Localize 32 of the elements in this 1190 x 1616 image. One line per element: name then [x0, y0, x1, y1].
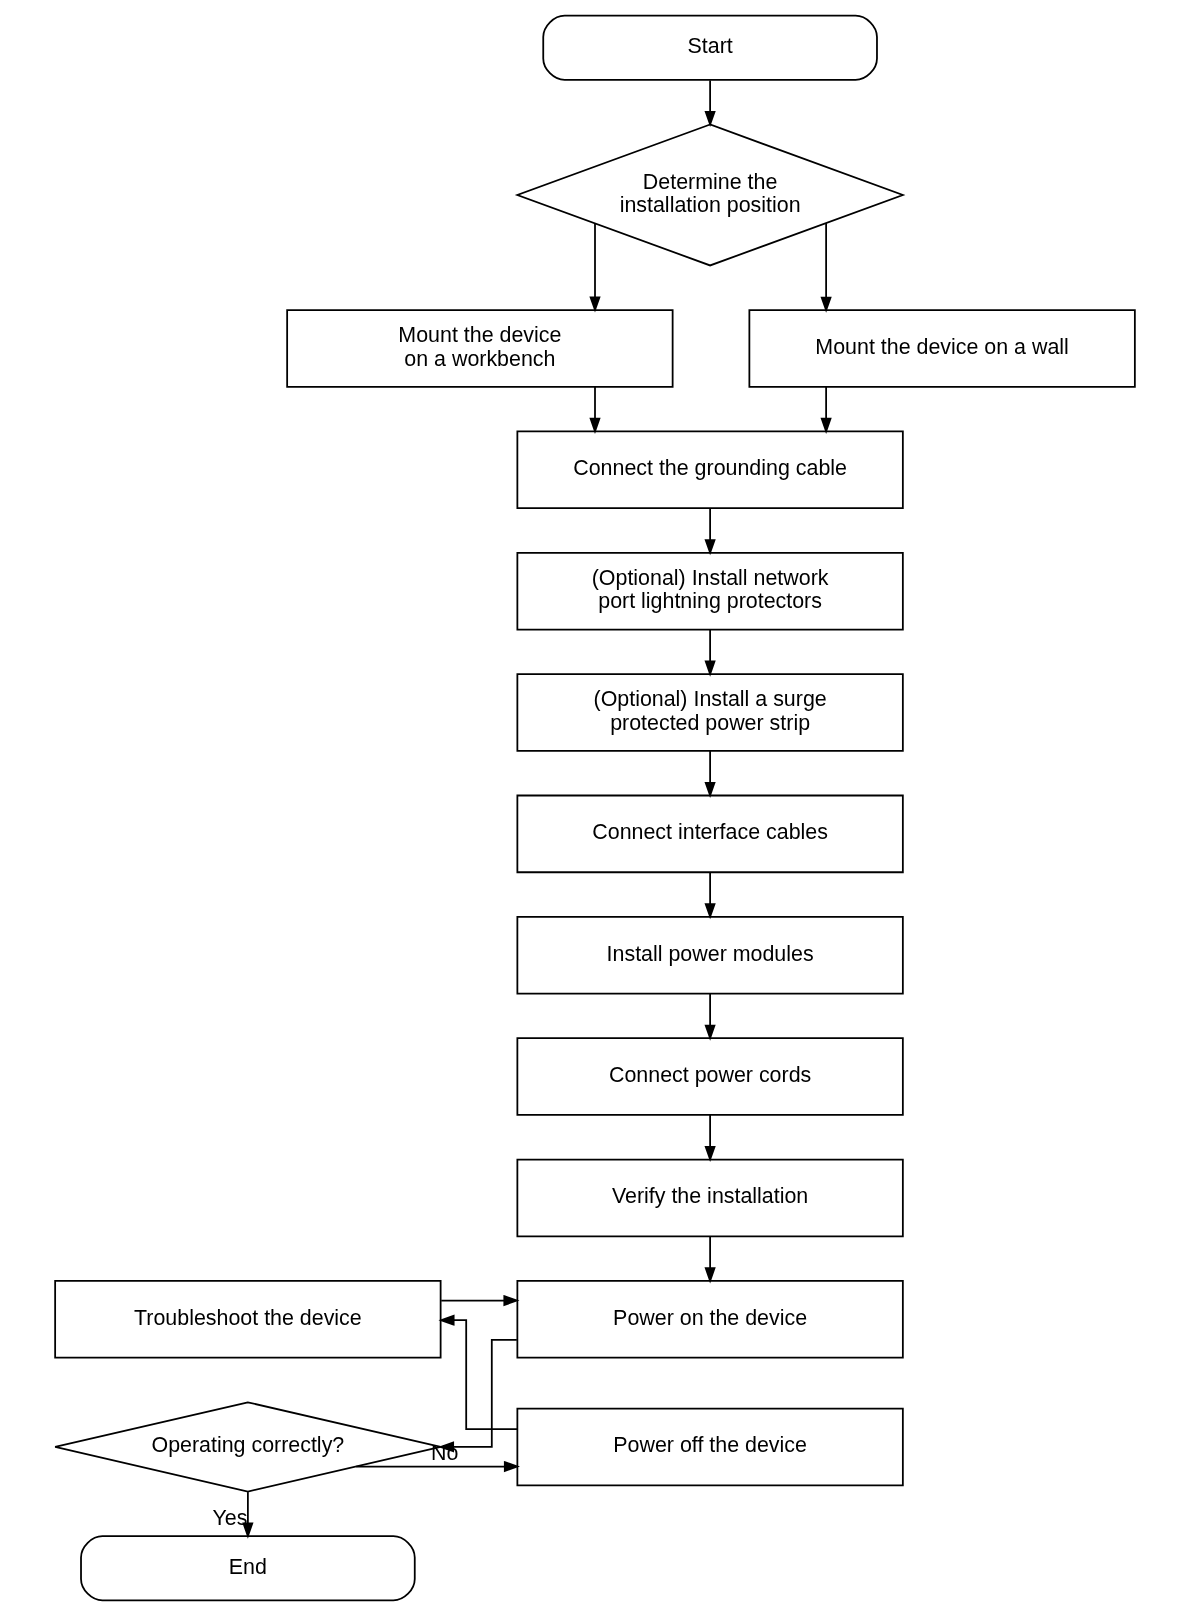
node-box: Power off the device: [516, 1407, 904, 1487]
node-box: Connect power cords: [516, 1037, 904, 1116]
arrow: [704, 1114, 716, 1163]
node-box: Start: [542, 14, 878, 81]
node-box: Connect the grounding cable: [516, 430, 904, 510]
arrow: [820, 385, 832, 434]
arrow: [589, 385, 601, 434]
node-box: Connect interface cables: [516, 794, 904, 874]
arrow: [820, 222, 832, 313]
node-box: End: [80, 1535, 416, 1602]
node-box: Troubleshoot the device: [54, 1280, 442, 1359]
node-box: Mount the device on a wall: [748, 309, 1136, 388]
node-diamond: Determine the installation position: [514, 123, 906, 267]
arrow: [704, 871, 716, 920]
arrow: [704, 750, 716, 798]
arrow: [355, 1460, 520, 1473]
node-box: (Optional) Install a surge protected power strip: [516, 673, 904, 752]
node-box: Power on the device: [516, 1280, 904, 1359]
node-box: Verify the installation: [516, 1158, 904, 1238]
arrow: [704, 507, 716, 556]
node-box: Install power modules: [516, 915, 904, 995]
arrow: [440, 1294, 520, 1307]
node-box: Mount the device on a workbench: [286, 309, 674, 388]
arrow: [589, 222, 601, 313]
arrow: [704, 1235, 716, 1284]
arrow: [438, 1314, 519, 1430]
node-box: (Optional) Install network port lightning protectors: [516, 551, 904, 631]
arrow: [242, 1491, 254, 1539]
arrow: [704, 628, 716, 677]
edge-label: Yes: [212, 1505, 248, 1530]
arrow: [704, 79, 716, 128]
arrow: [704, 992, 716, 1041]
